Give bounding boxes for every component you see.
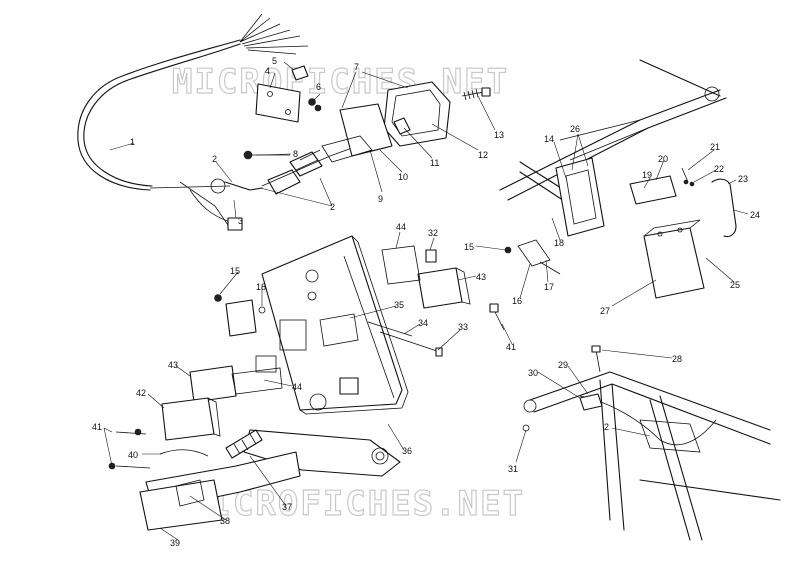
callout-33: 33	[458, 322, 468, 332]
rubber-boot	[225, 429, 263, 459]
sub-harness	[579, 395, 717, 446]
ground-wire	[159, 449, 209, 457]
callout-20: 20	[658, 154, 668, 164]
callout-31: 31	[508, 464, 518, 474]
callout-10: 10	[398, 172, 408, 182]
callout-27: 27	[600, 306, 610, 316]
callout-8: 8	[293, 149, 298, 159]
gasket-lower	[231, 367, 283, 395]
callout-43: 43	[168, 360, 178, 370]
callout-41: 41	[506, 342, 516, 352]
nut	[308, 98, 316, 106]
lower-frame	[523, 371, 781, 541]
bolt	[493, 309, 505, 331]
callout-15: 15	[230, 266, 240, 276]
callout-41: 41	[92, 422, 102, 432]
callout-30: 30	[528, 368, 538, 378]
callout-5: 5	[272, 56, 277, 66]
frame-rail	[243, 429, 401, 477]
callout-44: 44	[396, 222, 406, 232]
bolt	[595, 349, 601, 373]
rear-frame	[499, 59, 727, 211]
watermark-top: MICROFICHES.NET	[172, 62, 509, 102]
relay-lower	[189, 365, 237, 403]
callout-25: 25	[730, 280, 740, 290]
starter-relay	[517, 239, 551, 267]
callout-24: 24	[750, 210, 760, 220]
callout-34: 34	[418, 318, 428, 328]
wiring-harness	[77, 13, 309, 231]
bulb	[291, 65, 309, 81]
callout-39: 39	[170, 538, 180, 548]
relay	[417, 267, 463, 309]
callout-43: 43	[476, 272, 486, 282]
callout-28: 28	[672, 354, 682, 364]
gasket	[381, 245, 421, 285]
bracket-plate	[255, 83, 301, 123]
callout-23: 23	[738, 174, 748, 184]
callout-44: 44	[292, 382, 302, 392]
callout-6: 6	[316, 82, 321, 92]
mounting-plate	[255, 235, 409, 415]
battery-tray	[555, 157, 605, 237]
callout-29: 29	[558, 360, 568, 370]
callout-15: 15	[464, 242, 474, 252]
leader-lines	[103, 61, 749, 541]
callout-7: 7	[354, 62, 359, 72]
lower-bracket	[139, 451, 301, 531]
callout-38: 38	[220, 516, 230, 526]
callout-35: 35	[394, 300, 404, 310]
callout-9: 9	[378, 194, 383, 204]
callout-17: 17	[544, 282, 554, 292]
callout-22: 22	[714, 164, 724, 174]
mounting-bolts	[108, 428, 151, 470]
callout-42: 42	[136, 388, 146, 398]
terminal-bolt	[681, 167, 689, 183]
callout-16: 16	[512, 296, 522, 306]
callout-18: 18	[256, 282, 266, 292]
rectifier-bracket	[319, 313, 359, 347]
callout-26: 26	[570, 124, 580, 134]
callout-14: 14	[544, 134, 554, 144]
callout-4: 4	[265, 66, 270, 76]
battery	[643, 219, 705, 299]
taillight-assembly	[295, 81, 451, 171]
ignition-coil	[214, 294, 266, 337]
battery-strap	[711, 178, 737, 238]
callout-12: 12	[478, 150, 488, 160]
callout-37: 37	[282, 502, 292, 512]
callout-1: 1	[130, 137, 135, 147]
callout-40: 40	[128, 450, 138, 460]
callout-3: 3	[238, 216, 243, 226]
callout-2: 2	[212, 154, 217, 164]
battery-cover	[629, 175, 677, 205]
harness-connectors	[243, 147, 353, 195]
screw	[461, 87, 491, 101]
spacer	[425, 249, 437, 263]
callout-2: 2	[604, 422, 609, 432]
callout-32: 32	[428, 228, 438, 238]
callout-13: 13	[494, 130, 504, 140]
callout-11: 11	[430, 158, 439, 168]
callout-21: 21	[710, 142, 720, 152]
callout-labels: 1 2 2 2 3 4 5 6 7 8 9 10 11 12 13 14 15 …	[92, 56, 760, 548]
callout-18: 18	[554, 238, 564, 248]
callout-19: 19	[642, 170, 652, 180]
callout-36: 36	[402, 446, 412, 456]
cdi-box	[161, 397, 215, 441]
callout-2: 2	[330, 202, 335, 212]
